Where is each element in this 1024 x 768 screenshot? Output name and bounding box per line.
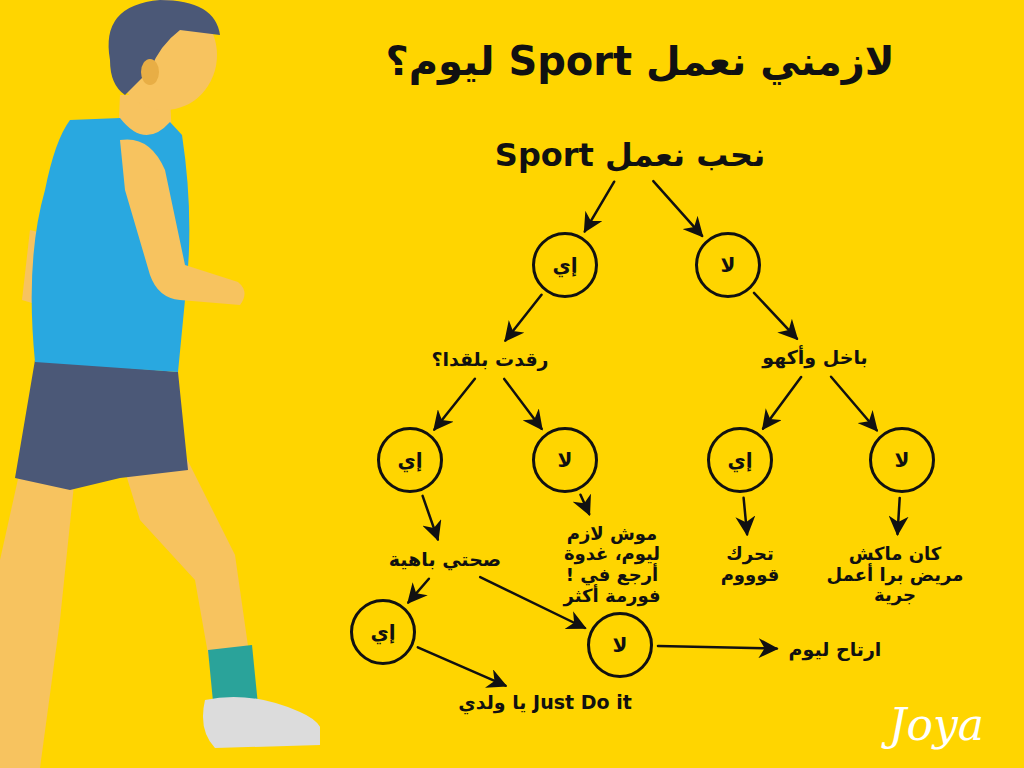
flow-arrow xyxy=(581,495,590,514)
flow-arrow xyxy=(658,646,777,649)
answer-circle: لا xyxy=(587,612,653,678)
node-text: لا xyxy=(558,449,573,472)
node-text: إي xyxy=(552,254,577,277)
flow-arrow xyxy=(506,295,542,341)
answer-circle: لا xyxy=(695,232,761,298)
flow-arrow xyxy=(831,377,877,431)
flow-arrow xyxy=(744,498,748,535)
node-text: رقدت بلقدا؟ xyxy=(431,349,548,371)
question-text: صحتي باهية xyxy=(383,545,507,575)
runner-hair xyxy=(109,0,220,95)
runner-shorts xyxy=(15,360,188,490)
answer-circle: إي xyxy=(532,232,598,298)
runner-leg xyxy=(120,445,250,665)
node-text: إي xyxy=(397,449,422,472)
node-text: صحتي باهية xyxy=(389,549,501,571)
flow-arrow xyxy=(423,496,438,540)
node-text: Just Do it يا ولدي xyxy=(458,692,631,714)
flow-arrow xyxy=(504,379,541,429)
question-text: رقدت بلقدا؟ xyxy=(425,345,554,375)
answer-circle: إي xyxy=(377,427,443,493)
flow-arrow xyxy=(408,579,429,603)
question-text: تحرك قوووم xyxy=(705,540,795,589)
runner-illustration xyxy=(0,0,320,768)
node-text: إي xyxy=(370,621,395,644)
node-text: كان ماكش مريض برا أعمل جرية xyxy=(826,544,964,606)
node-text: تحرك قوووم xyxy=(711,544,789,585)
answer-circle: لا xyxy=(869,427,935,493)
runner-ear xyxy=(141,59,159,85)
node-text: لا xyxy=(895,449,910,472)
runner-leg xyxy=(0,470,75,768)
node-text: نحب نعمل Sport xyxy=(495,137,765,174)
flow-arrow xyxy=(434,379,475,430)
question-text: كان ماكش مريض برا أعمل جرية xyxy=(820,540,970,610)
flow-arrow xyxy=(418,647,506,685)
diagram-title: لازمني نعمل Sport ليوم؟ xyxy=(330,38,950,84)
flow-arrow xyxy=(754,293,797,339)
question-text: Just Do it يا ولدي xyxy=(452,688,637,718)
question-text: ارتاح ليوم xyxy=(783,635,888,665)
node-text: باخل وأكهو xyxy=(762,347,867,369)
flow-arrow xyxy=(763,377,801,429)
runner-shoe xyxy=(203,697,320,748)
flow-arrow xyxy=(898,498,900,534)
watermark: Joya xyxy=(889,699,984,750)
question-text: موش لازم ليوم، غدوة أرجع في ! فورمة أكثر xyxy=(540,520,685,611)
node-text: ارتاح ليوم xyxy=(789,639,882,661)
node-text: موش لازم ليوم، غدوة أرجع في ! فورمة أكثر xyxy=(546,524,679,607)
answer-circle: لا xyxy=(532,427,598,493)
flow-arrow xyxy=(585,182,614,232)
question-text: باخل وأكهو xyxy=(756,343,873,373)
question-text: نحب نعمل Sport xyxy=(489,133,771,178)
node-text: لا xyxy=(721,254,736,277)
answer-circle: إي xyxy=(707,427,773,493)
runner-arm xyxy=(120,139,245,305)
node-text: لا xyxy=(613,634,628,657)
answer-circle: إي xyxy=(350,599,416,665)
flow-arrow xyxy=(653,181,702,236)
node-text: إي xyxy=(727,449,752,472)
